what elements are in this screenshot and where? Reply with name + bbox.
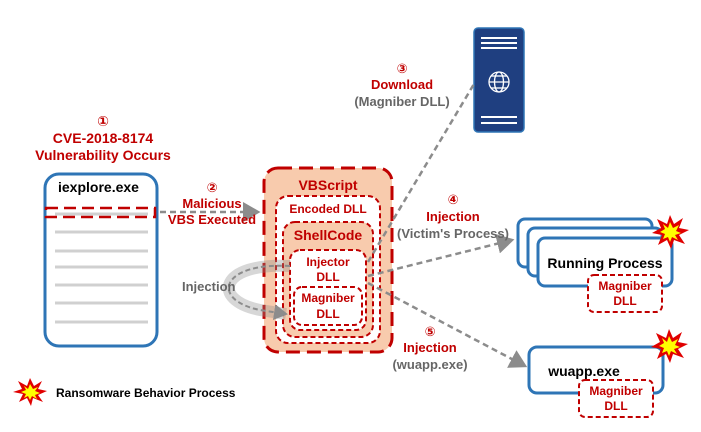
explosion-icon	[652, 215, 689, 249]
step1-desc: Vulnerability Occurs	[35, 147, 171, 163]
wuapp-dll-line1: Magniber	[589, 384, 643, 398]
vulnerable-region	[44, 206, 157, 219]
wuapp-label: wuapp.exe	[547, 363, 620, 379]
injector-line2: DLL	[316, 270, 339, 284]
vbscript-label: VBScript	[298, 177, 357, 193]
iexplore-label: iexplore.exe	[58, 179, 139, 195]
step5-label: ⑤ Injection (wuapp.exe)	[392, 324, 467, 372]
arrow-injection-victim	[367, 233, 515, 278]
globe-icon	[488, 71, 510, 93]
step4-line2: (Victim's Process)	[397, 226, 509, 241]
step2-number: ②	[206, 180, 217, 195]
self-injection-arrow: Injection	[182, 259, 291, 321]
magniber-line2: DLL	[316, 307, 339, 321]
running-process-label: Running Process	[547, 255, 662, 271]
magniber-line1: Magniber	[301, 291, 355, 305]
step2-line2: VBS Executed	[168, 212, 256, 227]
legend-label: Ransomware Behavior Process	[56, 386, 236, 400]
content-lines	[55, 212, 148, 324]
step3-line1: Download	[371, 77, 433, 92]
wuapp-magniber-dll	[578, 379, 654, 418]
encoded-dll-label: Encoded DLL	[289, 202, 366, 216]
step3-label: ③ Download (Magniber DLL)	[354, 61, 449, 109]
running-magniber-dll	[587, 274, 663, 313]
step4-number: ④	[447, 192, 458, 207]
step3-number: ③	[396, 61, 407, 76]
step3-line2: (Magniber DLL)	[354, 94, 449, 109]
legend: Ransomware Behavior Process	[13, 378, 236, 406]
step1-label: ① CVE-2018-8174 Vulnerability Occurs	[35, 113, 171, 163]
running-process: Running Process Magniber DLL	[516, 217, 674, 313]
step4-line1: Injection	[426, 209, 480, 224]
magniber-dll-box	[293, 286, 363, 326]
self-injection-label: Injection	[182, 279, 236, 294]
step1-cve: CVE-2018-8174	[53, 130, 154, 146]
injector-line1: Injector	[306, 255, 350, 269]
step1-number: ①	[97, 113, 109, 129]
arrow-download	[366, 83, 476, 263]
iexplore-process: iexplore.exe	[43, 172, 159, 348]
running-dll-line1: Magniber	[598, 279, 652, 293]
running-dll-line2: DLL	[613, 294, 636, 308]
vbscript-container: VBScript Encoded DLL ShellCode Injector …	[262, 166, 394, 354]
step2-label: ② Malicious VBS Executed	[168, 180, 256, 227]
wuapp-process: wuapp.exe Magniber DLL	[527, 345, 665, 418]
step5-number: ⑤	[424, 324, 435, 339]
step4-label: ④ Injection (Victim's Process)	[397, 192, 509, 241]
step5-line1: Injection	[403, 340, 457, 355]
server-icon	[473, 27, 525, 133]
explosion-icon	[13, 378, 47, 406]
explosion-icon	[651, 329, 688, 363]
shellcode-label: ShellCode	[294, 227, 363, 243]
wuapp-dll-line2: DLL	[604, 399, 627, 413]
step5-line2: (wuapp.exe)	[392, 357, 467, 372]
step2-line1: Malicious	[182, 196, 241, 211]
